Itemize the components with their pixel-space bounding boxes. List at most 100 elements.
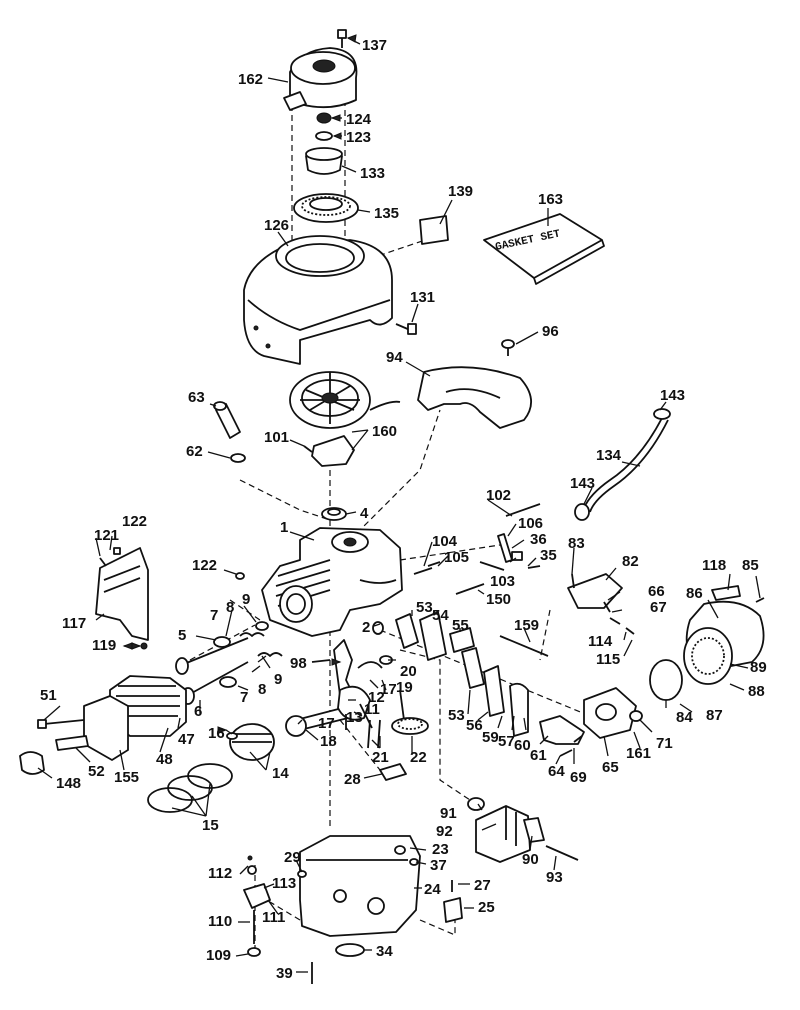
label-2: 2 — [362, 619, 370, 636]
label-48: 48 — [156, 751, 173, 768]
label-25: 25 — [478, 899, 495, 916]
label-22: 22 — [410, 749, 427, 766]
label-143-top: 143 — [660, 387, 685, 404]
label-89: 89 — [750, 659, 767, 676]
label-101: 101 — [264, 429, 289, 446]
label-54: 54 — [432, 607, 449, 624]
plate-155 — [19, 695, 129, 775]
blower-housing-126 — [243, 235, 393, 365]
label-148: 148 — [56, 775, 81, 792]
label-162: 162 — [238, 71, 263, 88]
label-112: 112 — [208, 865, 232, 882]
label-155: 155 — [114, 769, 139, 786]
label-11: 11 — [364, 701, 380, 718]
breather-assembly — [395, 611, 549, 717]
label-118: 118 — [702, 557, 726, 574]
label-59: 59 — [482, 729, 499, 746]
label-52: 52 — [88, 763, 105, 780]
carburetor-65 — [559, 687, 643, 757]
label-35: 35 — [540, 547, 557, 564]
label-82: 82 — [622, 553, 639, 570]
oil-seal-4 — [321, 507, 347, 521]
label-5: 5 — [178, 627, 186, 644]
label-87: 87 — [706, 707, 723, 724]
label-27: 27 — [474, 877, 491, 894]
label-94: 94 — [386, 349, 403, 366]
label-104: 104 — [432, 533, 458, 550]
label-57: 57 — [498, 733, 515, 750]
label-4: 4 — [360, 505, 369, 522]
arrow-heads — [122, 34, 357, 734]
label-71: 71 — [656, 735, 673, 752]
label-67: 67 — [650, 599, 667, 616]
label-124: 124 — [346, 111, 372, 128]
label-21: 21 — [372, 749, 389, 766]
label-123: 123 — [346, 129, 371, 146]
label-24: 24 — [424, 881, 441, 898]
label-55: 55 — [452, 617, 469, 634]
leader-lines — [37, 37, 761, 973]
label-84: 84 — [676, 709, 693, 726]
fuel-line-134 — [574, 408, 671, 521]
governor-111 — [243, 855, 271, 957]
label-161: 161 — [626, 745, 651, 762]
oil-seal-34 — [311, 943, 365, 984]
label-135: 135 — [374, 205, 399, 222]
label-8-top: 8 — [226, 599, 234, 616]
label-121: 121 — [94, 527, 119, 544]
label-9-bottom: 9 — [274, 671, 282, 688]
label-60: 60 — [514, 737, 531, 754]
label-8-bottom: 8 — [258, 681, 266, 698]
crankshaft — [333, 639, 373, 730]
label-20: 20 — [400, 663, 417, 680]
label-15: 15 — [202, 817, 219, 834]
label-51: 51 — [40, 687, 57, 704]
label-160: 160 — [372, 423, 397, 440]
label-85: 85 — [742, 557, 759, 574]
label-91: 91 — [440, 805, 457, 822]
crankcase-sump-24 — [297, 835, 421, 937]
label-34: 34 — [376, 943, 393, 960]
label-134: 134 — [596, 447, 622, 464]
label-18: 18 — [320, 733, 337, 750]
label-7-bottom: 7 — [240, 689, 248, 706]
label-53-top: 53 — [416, 599, 433, 616]
label-122-top: 122 — [122, 513, 147, 530]
nut-and-washer — [315, 112, 333, 141]
part-labels: 137 162 124 123 133 135 139 163 126 131 … — [40, 37, 767, 982]
air-cleaner — [649, 585, 765, 701]
intake-elbow-61 — [509, 682, 585, 745]
ignition-module — [303, 435, 355, 467]
governor-linkage — [413, 503, 541, 595]
label-105: 105 — [444, 549, 469, 566]
ring-gear-135 — [293, 193, 359, 223]
label-29: 29 — [284, 849, 301, 866]
label-61: 61 — [530, 747, 547, 764]
label-88: 88 — [748, 683, 765, 700]
label-47: 47 — [178, 731, 195, 748]
label-110: 110 — [208, 913, 232, 930]
label-137: 137 — [362, 37, 387, 54]
label-133: 133 — [360, 165, 385, 182]
label-114: 114 — [588, 633, 613, 650]
cylinder-head-48 — [109, 675, 187, 737]
label-96: 96 — [542, 323, 559, 340]
label-12: 12 — [368, 689, 385, 706]
label-131: 131 — [410, 289, 435, 306]
label-150: 150 — [486, 591, 511, 608]
decal-139 — [419, 215, 449, 245]
label-14: 14 — [272, 765, 289, 782]
label-139: 139 — [448, 183, 473, 200]
label-98: 98 — [290, 655, 307, 672]
flywheel-160 — [289, 371, 401, 429]
label-69: 69 — [570, 769, 587, 786]
starter-cup-133 — [305, 147, 343, 175]
label-126: 126 — [264, 217, 289, 234]
cylinder-block-1 — [261, 527, 403, 637]
spark-plug-63 — [213, 401, 246, 463]
baffle-94 — [417, 366, 532, 429]
label-90: 90 — [522, 851, 539, 868]
label-102: 102 — [486, 487, 511, 504]
label-37: 37 — [430, 857, 447, 874]
label-92: 92 — [436, 823, 453, 840]
